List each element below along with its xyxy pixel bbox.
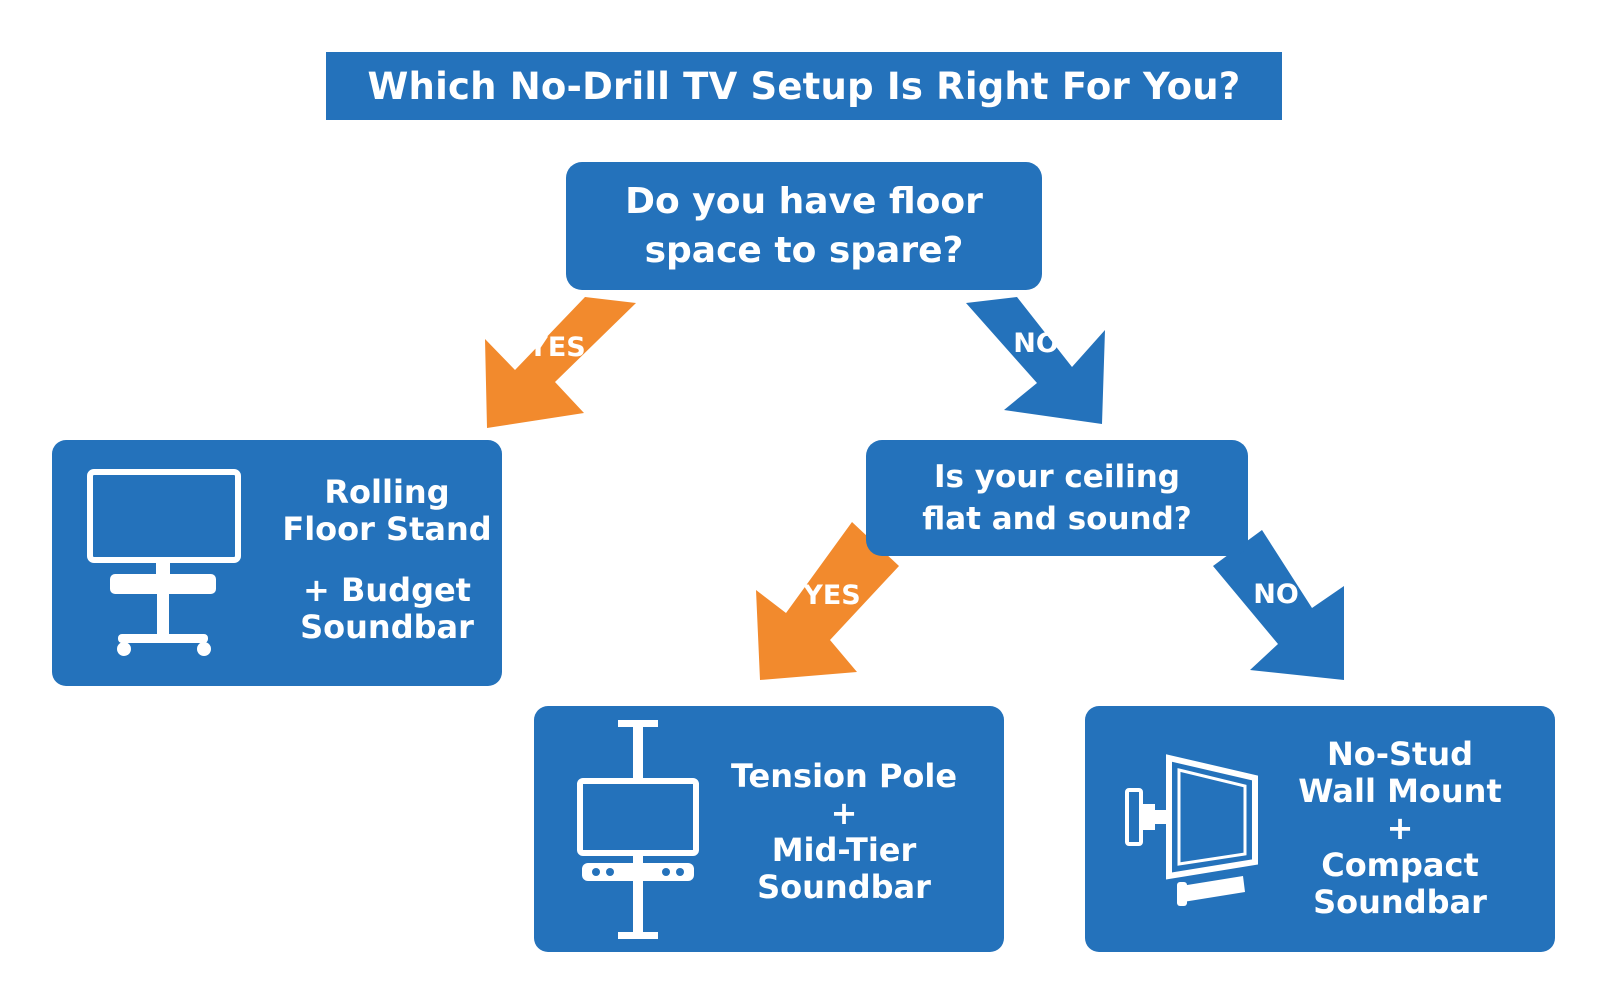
question-line: space to spare?	[644, 230, 964, 271]
q1-no-label: NO	[1013, 328, 1059, 359]
result-label: Rolling Floor Stand + Budget Soundbar	[282, 474, 492, 646]
q2-no-label: NO	[1253, 579, 1299, 610]
result-line: Mid-Tier	[771, 831, 917, 869]
question-ceiling: Is your ceiling flat and sound?	[866, 440, 1248, 556]
question-floor-space: Do you have floor space to spare?	[566, 162, 1042, 290]
question-line: flat and sound?	[922, 501, 1192, 537]
result-tension-pole: Tension Pole + Mid-Tier Soundbar	[534, 706, 1004, 952]
q1-yes-arrow: YES	[485, 297, 636, 428]
result-line: Wall Mount	[1298, 772, 1502, 810]
result-line: Tension Pole	[730, 757, 958, 795]
result-line: Soundbar	[300, 608, 474, 646]
result-rolling-floor-stand: Rolling Floor Stand + Budget Soundbar	[52, 440, 502, 686]
result-line: Floor Stand	[282, 510, 492, 548]
result-line: +	[1386, 809, 1414, 847]
result-line: +	[830, 794, 858, 832]
wall-mount-icon	[1125, 754, 1258, 906]
result-line: Soundbar	[757, 868, 931, 906]
q2-no-arrow: NO	[1213, 530, 1344, 680]
result-line: Rolling	[324, 473, 450, 511]
title-banner: Which No-Drill TV Setup Is Right For You…	[326, 52, 1282, 120]
result-line: + Budget	[303, 571, 471, 609]
result-line: No-Stud	[1326, 735, 1474, 773]
q1-yes-label: YES	[527, 332, 585, 363]
result-line: Soundbar	[1313, 883, 1487, 921]
q2-yes-label: YES	[802, 580, 860, 611]
q2-yes-arrow: YES	[756, 522, 899, 680]
page-title: Which No-Drill TV Setup Is Right For You…	[367, 64, 1241, 108]
result-wall-mount: No-Stud Wall Mount + Compact Soundbar	[1085, 706, 1555, 952]
q1-no-arrow: NO	[966, 297, 1105, 424]
result-label: No-Stud Wall Mount + Compact Soundbar	[1280, 736, 1520, 921]
question-line: Is your ceiling	[934, 459, 1180, 495]
result-label: Tension Pole + Mid-Tier Soundbar	[714, 758, 974, 906]
rolling-floor-stand-icon	[87, 469, 241, 656]
result-line: Compact	[1321, 846, 1479, 884]
tension-pole-icon	[577, 720, 699, 939]
question-line: Do you have floor	[625, 181, 983, 222]
